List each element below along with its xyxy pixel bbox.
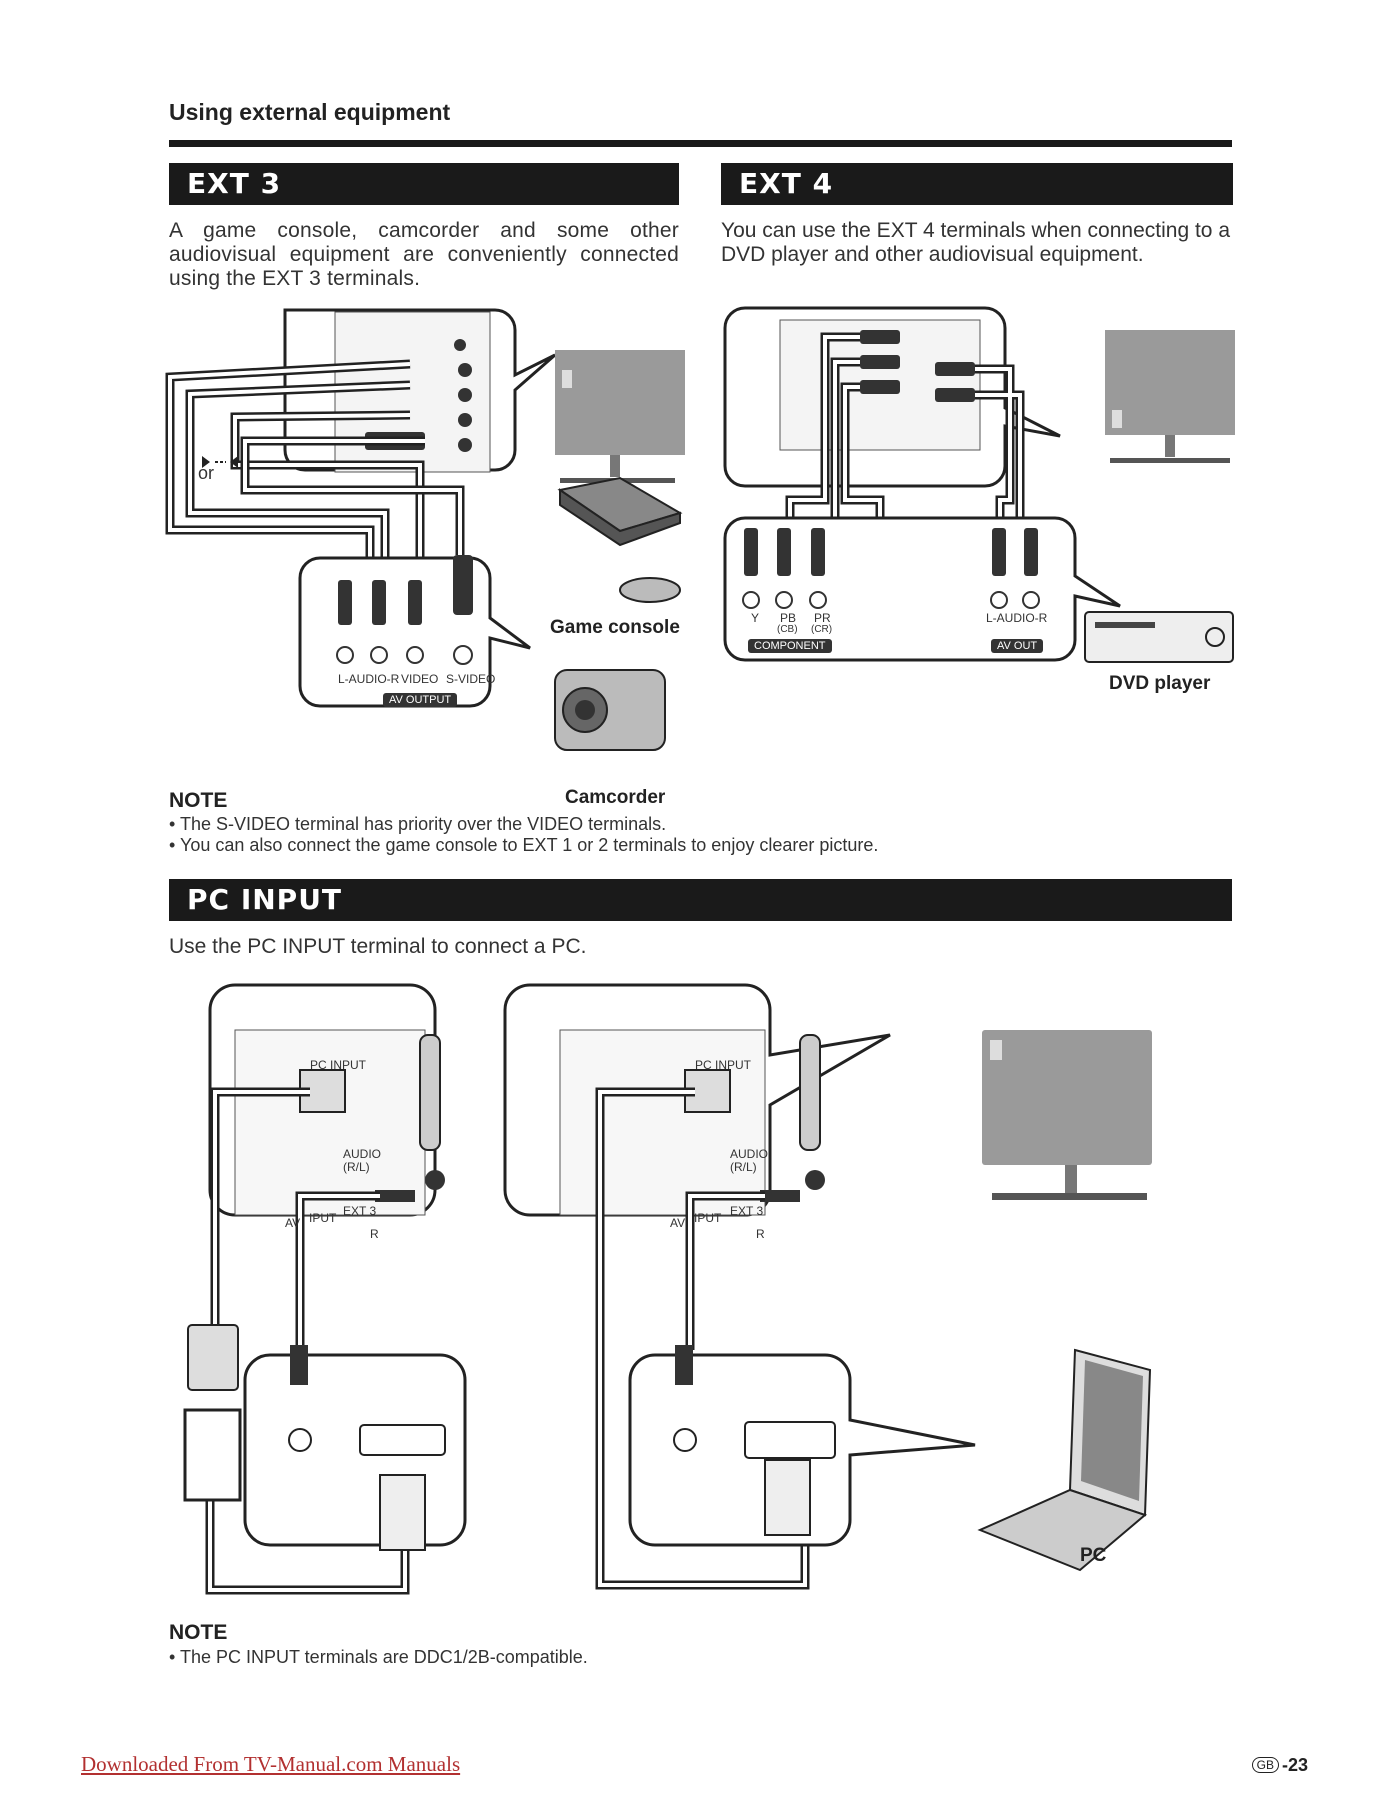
note2-title: NOTE (169, 1621, 228, 1644)
dvd-player-caption: DVD player (1109, 673, 1211, 694)
ext4-diagram (723, 306, 1235, 663)
note1-item-text: You can also connect the game console to… (179, 835, 879, 855)
or-label: or (198, 463, 215, 483)
ext3-title-bar: EXT 3 (169, 163, 679, 205)
ext4-cb-label: (CB) (777, 624, 798, 635)
ext3-panel-label-right: EXT 3 (730, 1204, 764, 1218)
ext3-panel-label-left: EXT 3 (343, 1204, 377, 1218)
header-rule (169, 140, 1232, 147)
ext3-svideo-label: S-VIDEO (446, 672, 496, 686)
region-badge: GB (1251, 1757, 1279, 1773)
ext4-description: You can use the EXT 4 terminals when con… (721, 219, 1230, 266)
ext3-video-label: VIDEO (401, 672, 439, 686)
component-tag: COMPONENT (748, 639, 832, 653)
pc-input-diagram (183, 983, 1152, 1595)
r-panel-label-left: R (370, 1227, 379, 1241)
ext4-pr-label: PR (814, 611, 831, 625)
game-console-caption: Game console (550, 617, 680, 638)
audio-panel-label-left: AUDIO (343, 1147, 382, 1161)
av-panel-label-left: AV (285, 1216, 301, 1230)
ext4-y-label: Y (751, 611, 760, 625)
ext4-title-bar: EXT 4 (721, 163, 1233, 205)
av-output-tag: AV OUTPUT (383, 693, 458, 707)
av-out-tag: AV OUT (991, 639, 1044, 653)
ext4-audio-label: L-AUDIO-R (986, 611, 1048, 625)
pc-input-panel-label-right: PC INPUT (695, 1058, 752, 1072)
ext3-title: EXT 3 (187, 167, 282, 200)
ext3-description: A game console, camcorder and some other… (169, 219, 679, 290)
pc-caption: PC (1080, 1545, 1107, 1566)
ext3-audio-label: L-AUDIO-R (338, 672, 400, 686)
input-panel-label-left: IPUT (309, 1211, 337, 1225)
pc-input-description: Use the PC INPUT terminal to connect a P… (169, 935, 587, 958)
page-number: GB-23 (1251, 1755, 1308, 1776)
pc-input-title: PC INPUT (187, 883, 343, 916)
pc-input-panel-label-left: PC INPUT (310, 1058, 367, 1072)
note1-title: NOTE (169, 789, 228, 812)
ext4-cr-label: (CR) (811, 624, 833, 635)
ext3-diagram (165, 308, 685, 751)
ext4-title: EXT 4 (739, 167, 834, 200)
ext4-pb-label: PB (780, 611, 797, 625)
audio-panel-label-right: AUDIO (730, 1147, 769, 1161)
input-panel-label-right: IPUT (694, 1211, 722, 1225)
page-number-text: -23 (1281, 1755, 1308, 1775)
note1-item: • You can also connect the game console … (169, 835, 879, 855)
note2-item: • The PC INPUT terminals are DDC1/2B-com… (169, 1647, 588, 1667)
rl-panel-label-left: (R/L) (343, 1160, 370, 1174)
r-panel-label-right: R (756, 1227, 765, 1241)
av-panel-label-right: AV (670, 1216, 686, 1230)
pc-input-title-bar: PC INPUT (169, 879, 1232, 921)
footer-download-link[interactable]: Downloaded From TV-Manual.com Manuals (81, 1752, 461, 1776)
rl-panel-label-right: (R/L) (730, 1160, 757, 1174)
section-title: Using external equipment (169, 99, 451, 125)
note1-item: • The S-VIDEO terminal has priority over… (169, 814, 667, 834)
camcorder-caption: Camcorder (565, 787, 666, 808)
note1-item-text: The S-VIDEO terminal has priority over t… (179, 814, 667, 834)
note2-item-text: The PC INPUT terminals are DDC1/2B-compa… (179, 1647, 588, 1667)
